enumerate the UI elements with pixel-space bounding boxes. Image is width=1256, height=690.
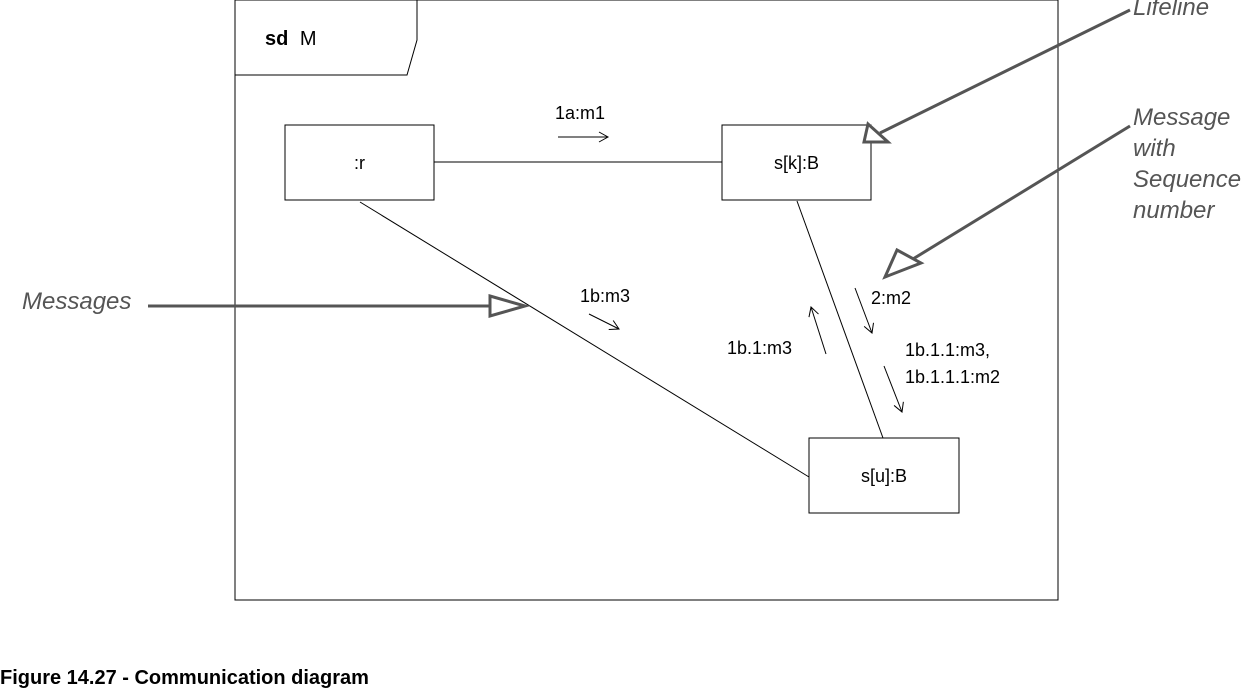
sd-frame: sd M — [234, 0, 1059, 601]
pointer-shaft — [894, 124, 1131, 272]
lifeline-label: s[u]:B — [861, 466, 907, 486]
link-sk-su — [796, 200, 884, 439]
message-label-1b111-m2: 1b.1.1.1:m2 — [905, 367, 1000, 387]
lifeline-box — [284, 124, 435, 201]
link-r-su — [359, 201, 810, 478]
frame-heading: sd M — [265, 28, 317, 50]
lifeline-box — [721, 124, 872, 201]
lifeline-r[interactable]: :r — [284, 124, 435, 201]
annotation-messages: Messages — [22, 288, 131, 315]
annotation-sequence-line4: number — [1133, 197, 1215, 224]
pointer-shaft — [879, 8, 1131, 135]
pointer-lifeline — [862, 8, 1131, 144]
frame-border — [234, 0, 1059, 601]
lifeline-label: s[k]:B — [774, 153, 819, 173]
message-arrow-2-m2 — [854, 287, 874, 334]
lifeline-label: :r — [354, 153, 365, 173]
pointer-head — [488, 294, 531, 318]
pointer-head — [862, 121, 892, 144]
lifeline-box — [808, 437, 960, 514]
pointer-sequence — [882, 124, 1131, 280]
message-label-2-m2: 2:m2 — [871, 288, 911, 308]
annotation-lifeline: Lifeline — [1133, 0, 1209, 21]
annotation-sequence-line3: Sequence — [1133, 166, 1241, 193]
lifeline-sk[interactable]: s[k]:B — [721, 124, 872, 201]
lifeline-su[interactable]: s[u]:B — [808, 437, 960, 514]
message-label-1b11-m3: 1b.1.1:m3, — [905, 340, 990, 360]
frame-keyword: sd — [265, 28, 288, 50]
message-arrow-1b1-m3 — [808, 306, 827, 355]
frame-name: M — [300, 28, 317, 50]
annotation-sequence-line1: Message — [1133, 104, 1230, 131]
message-label-1a-m1: 1a:m1 — [555, 103, 605, 123]
pointer-messages — [148, 294, 531, 318]
message-arrow-1b11-m3 — [883, 365, 904, 413]
figure-caption: Figure 14.27 - Communication diagram — [0, 667, 369, 689]
message-label-1b-m3: 1b:m3 — [580, 286, 630, 306]
message-label-1b1-m3: 1b.1:m3 — [727, 338, 792, 358]
message-arrow-1b-m3 — [588, 313, 620, 330]
pointer-head — [882, 247, 925, 280]
annotation-sequence-line2: with — [1133, 135, 1176, 162]
frame-heading-pentagon — [235, 0, 418, 76]
